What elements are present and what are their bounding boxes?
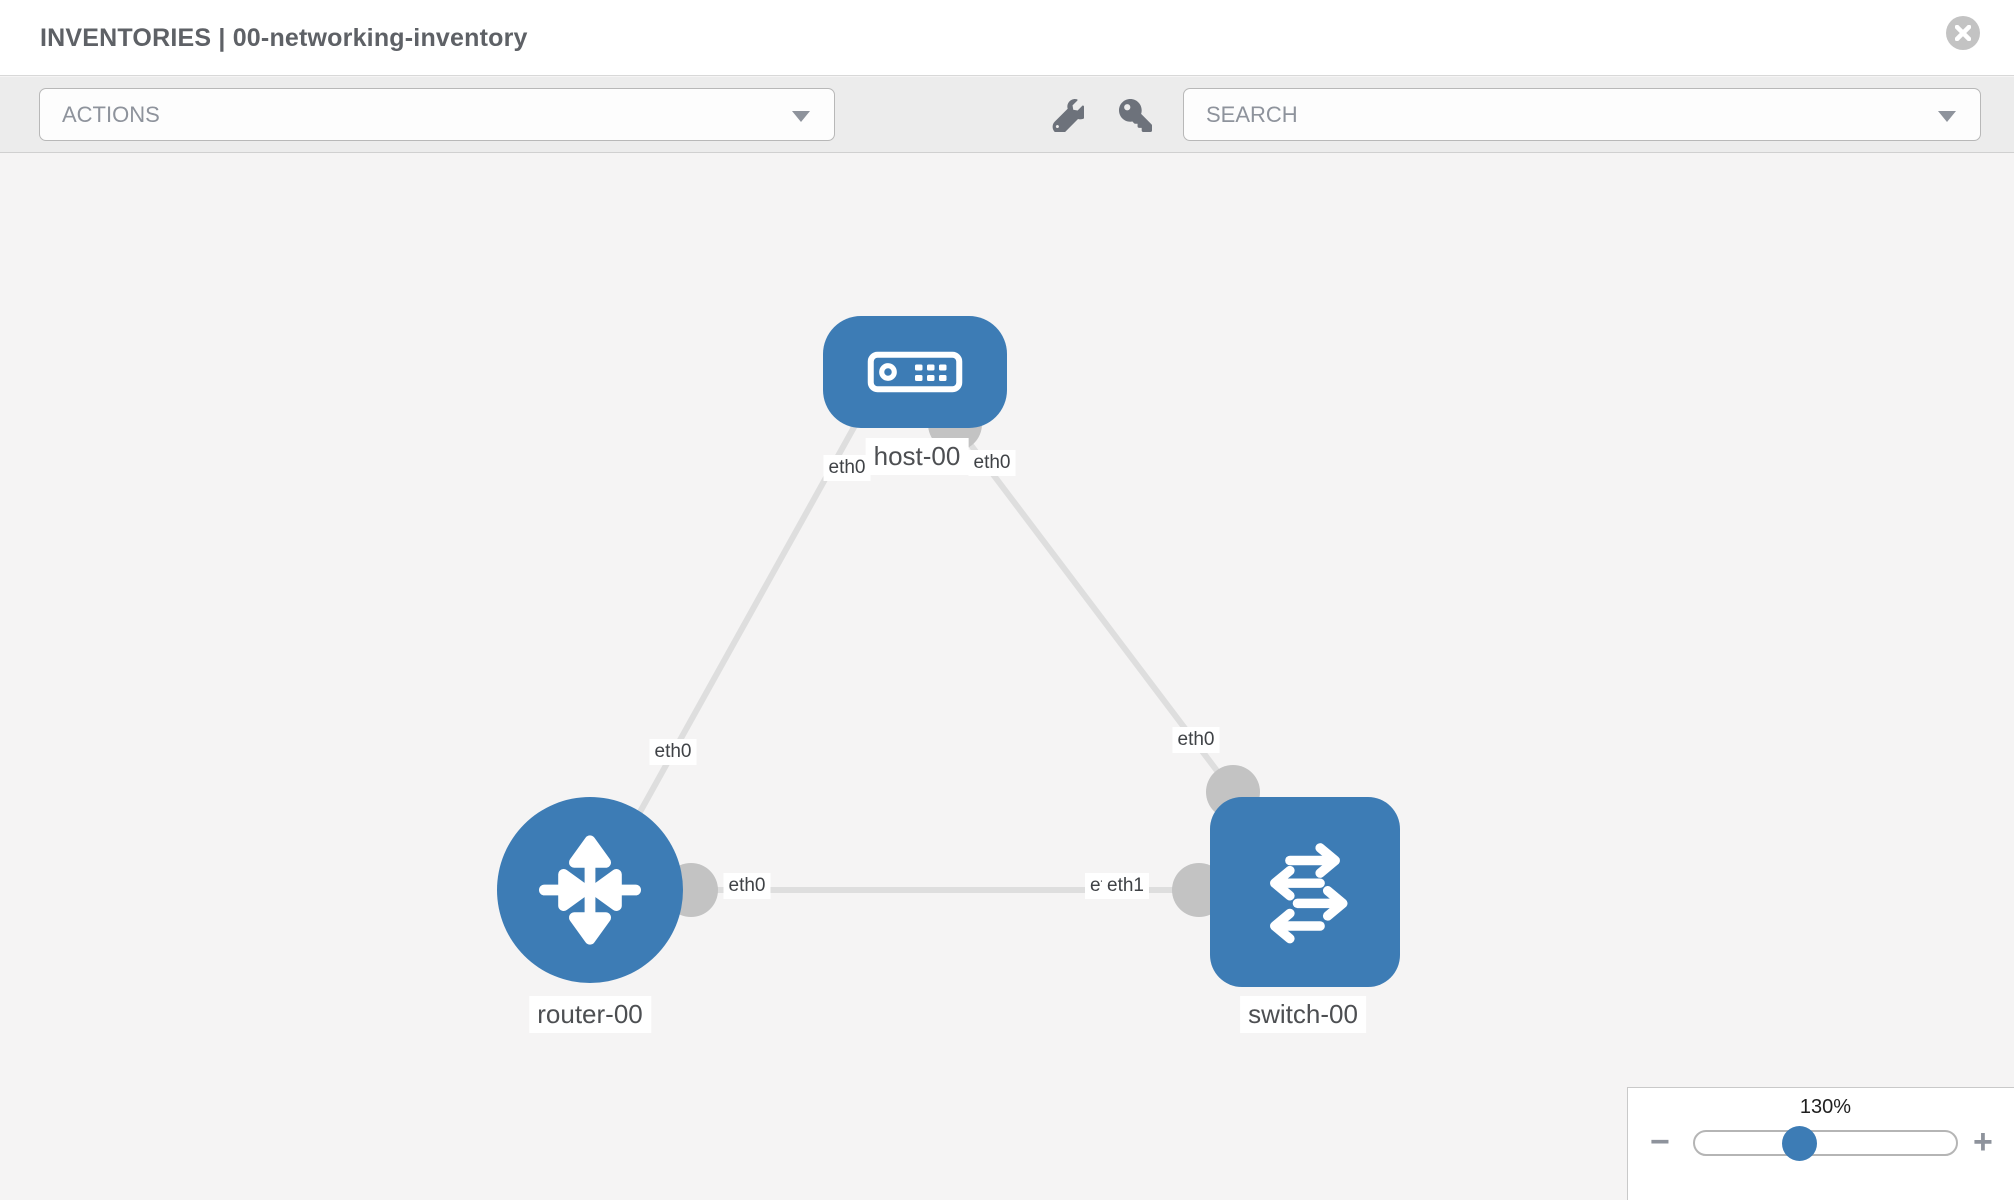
chevron-down-icon: [1938, 110, 1956, 122]
node-label-switch-00: switch-00: [1240, 996, 1366, 1033]
key-icon[interactable]: [1119, 99, 1152, 132]
zoom-in-button[interactable]: +: [1973, 1123, 1993, 1161]
actions-dropdown-label: ACTIONS: [62, 101, 160, 127]
server-icon: [867, 351, 963, 393]
actions-dropdown[interactable]: ACTIONS: [39, 88, 835, 141]
iface-label-router-right: eth0: [723, 873, 771, 899]
node-label-host-00: host-00: [865, 438, 969, 475]
iface-label-host-left: eth0: [823, 455, 871, 481]
toolbar: ACTIONS SEARCH: [0, 77, 2014, 153]
iface-label-host-right: eth0: [968, 450, 1016, 476]
node-host-00[interactable]: [823, 316, 1007, 428]
close-icon: [1955, 25, 1971, 41]
chevron-down-icon: [792, 110, 810, 122]
zoom-slider[interactable]: [1693, 1130, 1958, 1156]
node-switch-00[interactable]: [1210, 797, 1400, 987]
search-dropdown-label: SEARCH: [1206, 101, 1298, 127]
page-title: INVENTORIES | 00-networking-inventory: [40, 24, 528, 52]
panel-header: INVENTORIES | 00-networking-inventory: [0, 0, 2014, 76]
zoom-control-panel: 130% − +: [1627, 1087, 2014, 1200]
node-router-00[interactable]: [497, 797, 683, 983]
zoom-level-value: 130%: [1799, 1096, 1852, 1118]
router-icon: [539, 835, 641, 945]
zoom-slider-thumb[interactable]: [1782, 1126, 1817, 1161]
close-button[interactable]: [1946, 16, 1980, 50]
wrench-icon[interactable]: [1051, 99, 1084, 132]
topology-canvas[interactable]: [0, 154, 2014, 1200]
switch-icon: [1270, 843, 1348, 944]
iface-label-switch-top: eth0: [1172, 727, 1220, 753]
node-label-router-00: router-00: [529, 996, 651, 1033]
search-dropdown[interactable]: SEARCH: [1183, 88, 1981, 141]
iface-label-router-top: eth0: [649, 739, 697, 765]
iface-label-switch-left-front: eth1: [1102, 873, 1149, 899]
zoom-out-button[interactable]: −: [1650, 1123, 1670, 1161]
